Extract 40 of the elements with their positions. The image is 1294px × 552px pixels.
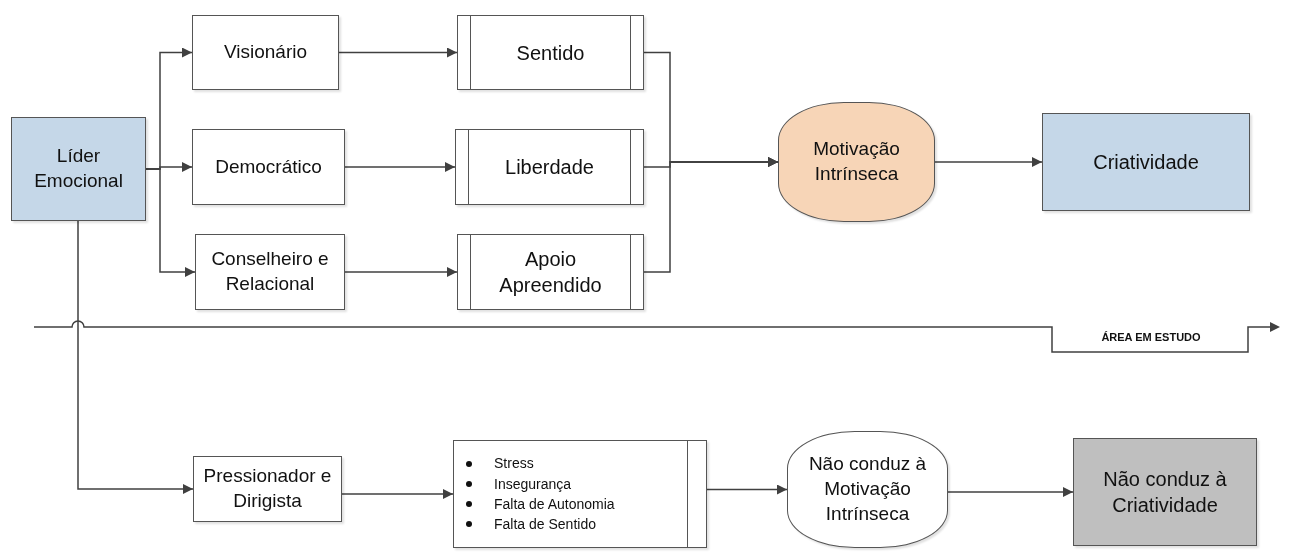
arrow [934,157,1043,167]
arrow [338,47,458,58]
process-box [195,234,345,310]
list-item: Stress [462,453,534,474]
node-label: Líder Emocional [33,144,124,193]
rounded-box [787,431,948,548]
node-label: Não conduz à Motivação Intrínseca [807,452,928,526]
node-label: Criatividade [1092,150,1200,175]
result-box [1042,113,1250,211]
subprocess-box [455,129,644,205]
arrow [344,162,456,172]
arrow [77,220,194,494]
node-label: Visionário [222,40,309,65]
arrow [344,267,458,277]
node-label: Pressionador e Dirigista [202,464,333,513]
leader-box [11,117,146,221]
list-item: Insegurança [462,473,572,494]
list-box [453,440,707,548]
process-box [192,15,339,90]
arrow [947,487,1074,497]
list-item: Falta de Autonomia [462,494,615,515]
arrow [341,489,454,499]
node-label: Liberdade [504,155,595,180]
arrow [145,168,196,277]
rounded-box [778,102,935,222]
node-label: Sentido [515,40,586,66]
subprocess-box [457,234,644,310]
node-label: Apoio Apreendido [498,247,603,298]
process-box [193,456,342,522]
list-item: Falta de Sentido [462,514,596,535]
subprocess-box [457,15,644,90]
area-label: ÁREA EM ESTUDO [1100,331,1202,343]
node-label: Motivação Intrínseca [812,137,901,186]
arrow [706,484,788,495]
node-label: Não conduz à Criatividade [1102,467,1228,518]
result-box [1073,438,1257,546]
process-box [192,129,345,205]
node-label: Democrático [214,154,323,179]
arrow [643,157,779,273]
node-label: Conselheiro e Relacional [210,247,330,296]
